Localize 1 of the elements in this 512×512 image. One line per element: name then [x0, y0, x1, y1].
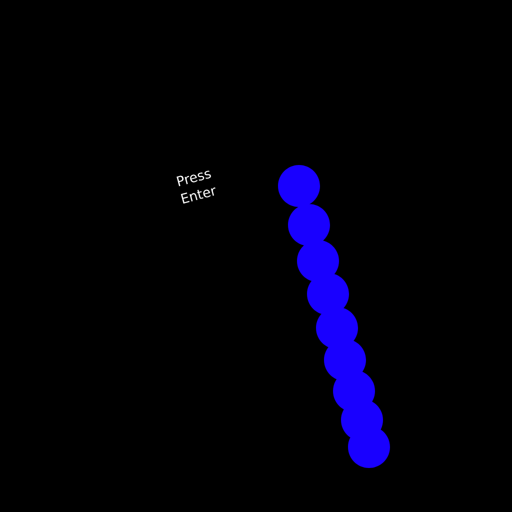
instruction-text: Press Enter — [176, 170, 216, 204]
